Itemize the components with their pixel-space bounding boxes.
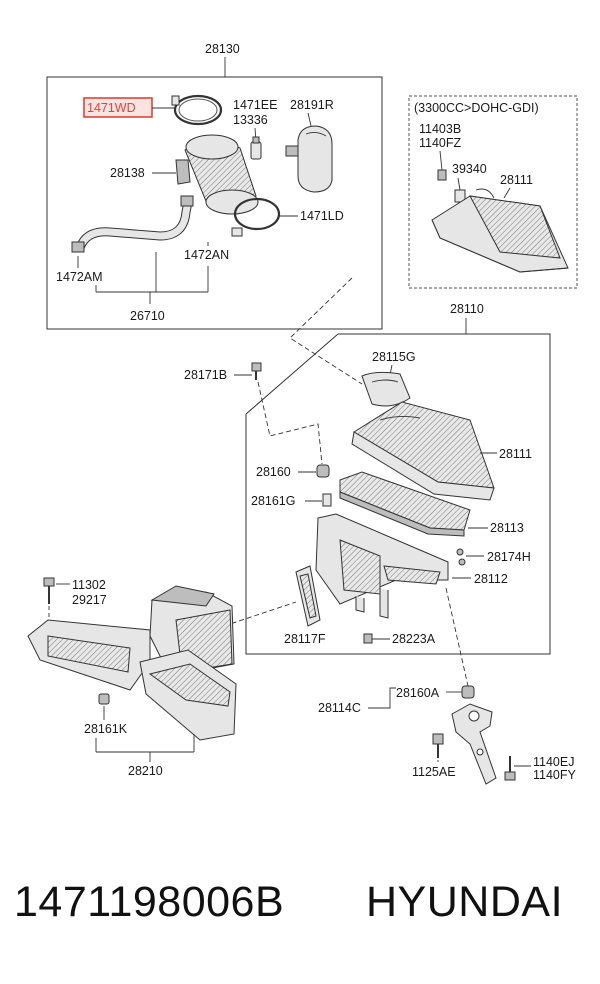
label-1471EE: 1471EE — [233, 98, 277, 112]
part-bolt-1125AE — [432, 733, 444, 758]
part-bolt-11302 — [43, 577, 55, 604]
label-28171B: 28171B — [184, 368, 227, 382]
label-13336: 13336 — [233, 113, 268, 127]
part-clamp-1471WD — [171, 94, 223, 126]
group-frame-28130 — [46, 76, 383, 330]
label-26710: 26710 — [130, 309, 165, 323]
parts-diagram: 28130 1471WD 1471EE 13336 28191R 28138 1… — [27, 42, 578, 785]
part-clip-28174H — [456, 548, 466, 566]
part-number: 1471198006B — [14, 878, 285, 926]
part-clamp-1471LD — [231, 197, 281, 237]
label-28210: 28210 — [128, 764, 163, 778]
part-gasket-28117F — [295, 565, 321, 627]
part-grommet-28160 — [316, 464, 330, 478]
label-28160: 28160 — [256, 465, 291, 479]
label-1472AN: 1472AN — [184, 248, 229, 262]
label-28130: 28130 — [205, 42, 240, 56]
label-28110: 28110 — [450, 302, 484, 316]
part-filter-element-28113 — [339, 471, 471, 537]
label-29217: 29217 — [72, 593, 107, 607]
label-variant: (3300CC>DOHC-GDI) — [414, 101, 539, 115]
label-1140EJ: 1140EJ — [533, 755, 574, 769]
part-sensor-13336 — [250, 136, 262, 160]
part-bolt-1140EJ — [504, 756, 516, 781]
label-28112: 28112 — [474, 572, 508, 586]
part-resonator-28191R — [285, 125, 333, 193]
label-39340: 39340 — [452, 162, 487, 176]
part-lower-case-28112 — [315, 513, 449, 619]
label-1472AM: 1472AM — [56, 270, 103, 284]
label-1140FY: 1140FY — [533, 768, 577, 782]
part-intake-hose-28138 — [175, 134, 259, 215]
label-28160A: 28160A — [396, 686, 440, 700]
label-28223A: 28223A — [392, 632, 436, 646]
label-28115G: 28115G — [372, 350, 416, 364]
part-air-cleaner-cover-variant — [431, 169, 569, 273]
label-28161G: 28161G — [251, 494, 295, 508]
highlight-box-1471WD — [83, 97, 153, 118]
label-11403B: 11403B — [419, 122, 461, 136]
label-28161K: 28161K — [84, 722, 128, 736]
label-28117F: 28117F — [284, 632, 326, 646]
brand-name: HYUNDAI — [366, 878, 564, 926]
part-intake-duct-28210 — [27, 585, 237, 741]
footer: 1471198006B HYUNDAI — [0, 878, 600, 948]
label-28138: 28138 — [110, 166, 145, 180]
part-bolt-28171B — [251, 362, 262, 380]
label-1125AE: 1125AE — [412, 765, 456, 779]
part-drain-28223A — [363, 633, 373, 644]
label-1471LD: 1471LD — [300, 209, 344, 223]
label-28111b: 28111 — [499, 447, 532, 461]
label-28174H: 28174H — [487, 550, 531, 564]
part-grommet-28160A — [461, 685, 475, 699]
label-28191R: 28191R — [290, 98, 334, 112]
part-cover-28111 — [351, 401, 495, 501]
group-frame-28110 — [245, 333, 551, 655]
part-collar-28161G — [322, 493, 332, 507]
label-28113: 28113 — [490, 521, 524, 535]
label-28114C: 28114C — [318, 701, 361, 715]
part-grommet-28161K — [98, 693, 110, 705]
label-1140FZ: 1140FZ — [419, 136, 462, 150]
label-1471WD: 1471WD — [87, 101, 136, 115]
part-breather-hose-26710 — [71, 195, 194, 253]
part-bracket-28114C — [451, 703, 497, 785]
part-duct-28115G — [361, 371, 411, 407]
label-28111a: 28111 — [500, 173, 533, 187]
label-11302: 11302 — [72, 578, 106, 592]
